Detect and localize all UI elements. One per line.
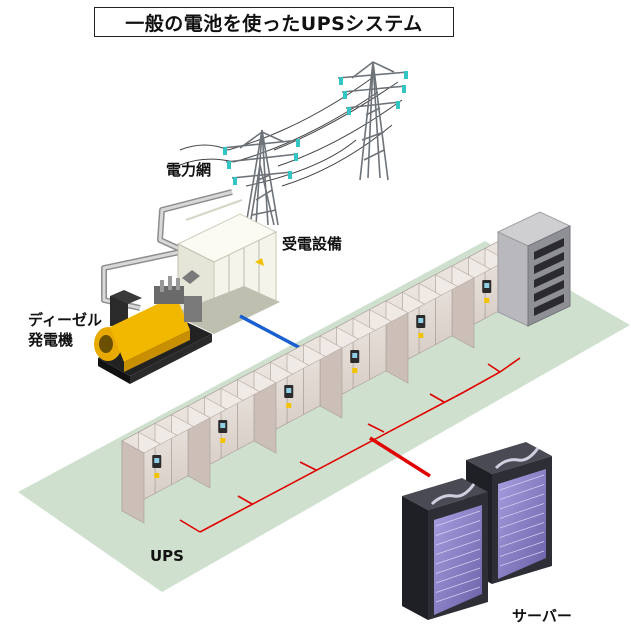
servers-label: サーバー [512,606,572,626]
transmission-tower-icon [338,62,408,180]
server-rack-side [402,496,428,620]
substation-to-ups-wire [240,316,304,350]
ups-cabinet-side [122,441,144,523]
ups-display-screen [418,318,423,323]
ups-warning-badge [484,298,489,303]
title-box: 一般の電池を使ったUPSシステム [94,7,454,37]
ups-display-screen [220,423,225,428]
ups-warning-badge [154,473,159,478]
air-conditioner-icon [498,212,570,326]
server-racks [402,442,552,620]
ups-warning-badge [352,368,357,373]
ups-display-screen [352,353,357,358]
ups-warning-badge [418,333,423,338]
generator-label-line2: 発電機 [28,330,73,350]
page-title: 一般の電池を使ったUPSシステム [125,9,422,36]
grid-label: 電力網 [166,160,211,180]
ups-warning-badge [220,438,225,443]
ups-display-screen [154,458,159,463]
ups-warning-badge [286,403,291,408]
generator-label-line1: ディーゼル [28,310,102,330]
ups-display-screen [286,388,291,393]
ups-display-screen [484,283,489,288]
substation-label: 受電設備 [282,234,342,254]
ups-label: UPS [150,546,184,566]
